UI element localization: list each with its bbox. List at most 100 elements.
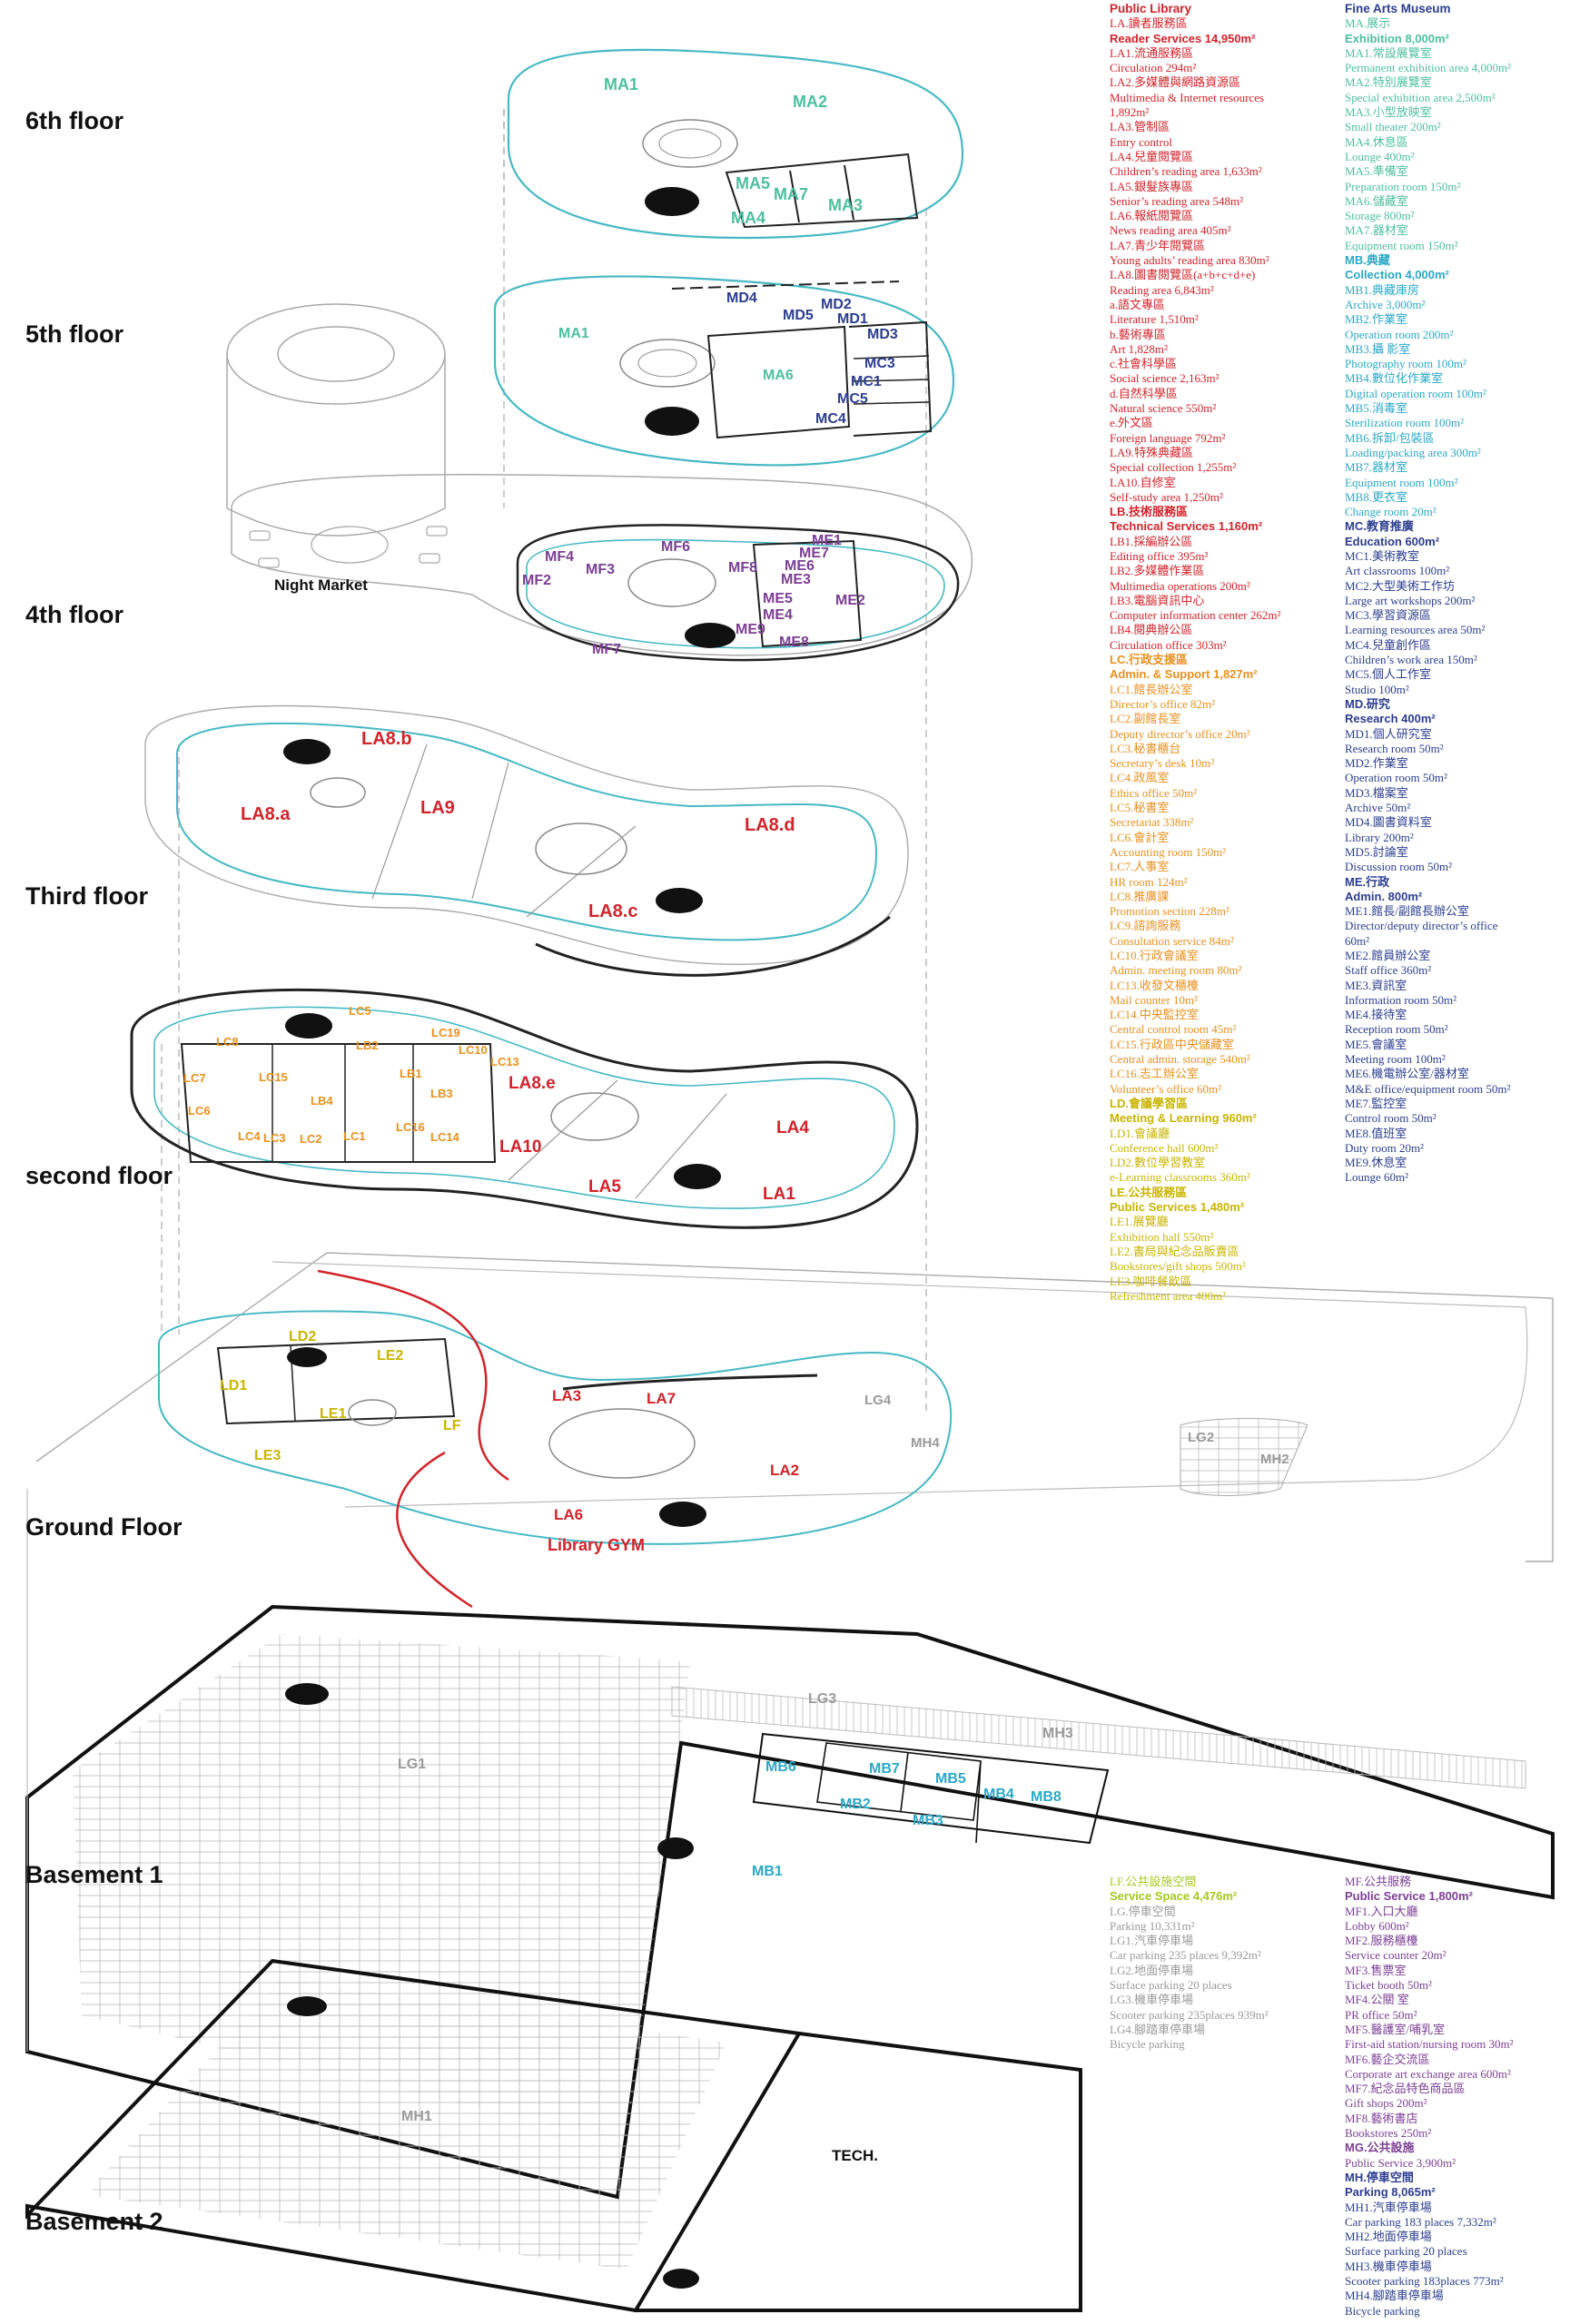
room-label: MH4 (911, 1435, 940, 1451)
room-label: ME4 (763, 607, 793, 623)
legend-entry: Lounge 60m² (1345, 1170, 1408, 1185)
legend-entry: Deputy director’s office 20m² (1110, 726, 1250, 741)
night-market-volume (226, 303, 446, 537)
room-label: LA10 (499, 1137, 541, 1157)
legend-entry: Meeting room 100m² (1345, 1052, 1446, 1067)
room-label: LC10 (459, 1043, 488, 1057)
legend-entry: Permanent exhibition area 4,000m² (1345, 61, 1511, 75)
legend-entry: MF1.入口大廳 (1345, 1904, 1418, 1918)
legend-entry: MA7.器材室 (1345, 223, 1408, 238)
legend-entry: MB5.消毒室 (1345, 401, 1407, 416)
room-label: LC8 (216, 1035, 239, 1049)
legend-entry: LA4.兒童閱覽區 (1110, 149, 1194, 163)
room-label: MF3 (586, 562, 615, 577)
legend-entry: Central admin. storage 540m² (1110, 1052, 1250, 1067)
legend-entry: LG.停車空間 (1110, 1904, 1176, 1918)
legend-entry: Storage 800m² (1345, 209, 1415, 223)
legend-entry: Refreshment area 400m² (1110, 1288, 1227, 1303)
room-label: LA8.c (588, 901, 637, 921)
room-label: LC2 (300, 1132, 322, 1146)
legend-entry: MA.展示 (1345, 16, 1391, 31)
legend-entry: LA10.自修室 (1110, 475, 1176, 489)
room-label: MA1 (558, 326, 589, 341)
room-label: MF7 (592, 642, 621, 657)
room-label: MA7 (774, 185, 808, 203)
legend-entry: MD.研究 (1345, 696, 1390, 711)
room-label: LA8.d (745, 815, 795, 835)
room-label: LC6 (188, 1104, 211, 1118)
legend-entry: Parking 10,331m² (1110, 1918, 1195, 1933)
room-label: MF6 (661, 539, 690, 555)
basement-2-plan (25, 1958, 1082, 2313)
legend-entry: MH4.腳踏車停車場 (1345, 2289, 1444, 2303)
legend-entry: Exhibition 8,000m² (1345, 31, 1449, 45)
room-label: LC7 (183, 1071, 206, 1085)
floor-label-4th: 4th floor (25, 601, 123, 628)
legend-entry: LA2.多媒體與網路資源區 (1110, 75, 1241, 90)
room-label: MA1 (604, 75, 638, 94)
room-label: LA8.b (361, 729, 412, 749)
room-label: LA6 (554, 1506, 583, 1523)
room-label: MC5 (837, 391, 868, 407)
room-label: MF2 (522, 573, 551, 588)
legend-entry: Preparation room 150m² (1345, 179, 1461, 193)
legend-entry: Circulation office 303m² (1110, 637, 1227, 652)
legend-entry: Ticket booth 50m² (1345, 1978, 1432, 1993)
legend-entry: Equipment room 150m² (1345, 238, 1458, 252)
floor-label-5th: 5th floor (25, 320, 123, 348)
legend-entry: 60m² (1345, 933, 1370, 948)
room-label: MB5 (935, 1771, 966, 1787)
legend-entry: Car parking 183 places 7,332m² (1345, 2214, 1496, 2229)
room-label: MA2 (793, 93, 827, 111)
legend-entry: Social science 2,163m² (1110, 371, 1219, 386)
legend-entry: d.自然科學區 (1110, 386, 1178, 400)
room-label: LA8.a (241, 804, 291, 824)
room-label: MD4 (726, 290, 757, 306)
room-label: LA4 (776, 1118, 809, 1137)
legend-entry: LA9.特殊典藏區 (1110, 445, 1194, 459)
legend-entry: MC1.美術教室 (1345, 548, 1419, 563)
room-label: MB3 (913, 1813, 943, 1828)
legend-entry: Multimedia operations 200m² (1110, 578, 1250, 593)
room-label: MB2 (840, 1797, 871, 1812)
room-label: LB1 (400, 1067, 422, 1080)
legend-entry: Conference hall 600m² (1110, 1140, 1219, 1155)
room-label: ME8 (779, 635, 809, 650)
legend-entry: Reading area 6,843m² (1110, 282, 1214, 297)
legend-entry: Public Library (1110, 2, 1192, 15)
legend-entry: MH.停車空間 (1345, 2170, 1414, 2184)
legend-entry: Digital operation room 100m² (1345, 386, 1486, 400)
legend-entry: MA6.儲藏室 (1345, 193, 1408, 208)
room-label: ME1 (812, 533, 842, 548)
legend-entry: Operation room 50m² (1345, 771, 1447, 785)
legend-entry: LG1.汽車停車場 (1110, 1934, 1194, 1948)
legend-entry: MF.公共服務 (1345, 1875, 1411, 1888)
legend-entry: ME4.接待室 (1345, 1008, 1407, 1022)
room-label: MH1 (401, 2109, 432, 2124)
room-label: MF4 (545, 549, 574, 565)
legend-entry: LC4.政風室 (1110, 771, 1170, 785)
room-label: ME7 (799, 546, 829, 561)
room-label: MD2 (821, 297, 852, 312)
legend-entry: MB1.典藏庫房 (1345, 282, 1419, 297)
legend-entry: Large art workshops 200m² (1345, 593, 1476, 607)
legend-entry: Secretary’s desk 10m² (1110, 756, 1215, 771)
room-label: MF8 (728, 560, 757, 576)
legend-entry: LC7.人事室 (1110, 860, 1170, 874)
legend-entry: MC2.大型美術工作坊 (1345, 578, 1455, 593)
legend-entry: LG3.機車停車場 (1110, 1993, 1194, 2007)
legend-entry: Special collection 1,255m² (1110, 460, 1237, 475)
legend-entry: MC5.個人工作室 (1345, 667, 1431, 682)
room-label: LE3 (254, 1448, 281, 1463)
legend-entry: Discussion room 50m² (1345, 860, 1453, 874)
legend-entry: Special exhibition area 2,500m² (1345, 90, 1496, 104)
legend-entry: Learning resources area 50m² (1345, 623, 1486, 637)
floor-2nd-plan (130, 988, 919, 1229)
legend-entry: MF4.公關 室 (1345, 1993, 1409, 2007)
legend-entry: MF3.售票室 (1345, 1963, 1407, 1977)
room-label: MD3 (867, 327, 898, 342)
room-label: LA5 (588, 1177, 621, 1196)
legend-entry: ME3.資訊室 (1345, 978, 1407, 992)
legend-entry: LC16.志工辦公室 (1110, 1067, 1199, 1081)
